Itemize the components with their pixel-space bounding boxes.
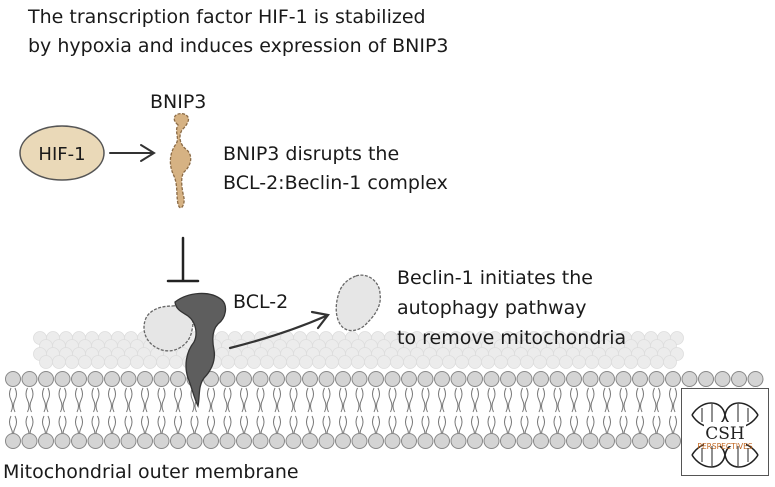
membrane-lipid-heads	[5, 371, 764, 449]
bnip3-note-line-1: BNIP3 disrupts the	[223, 143, 400, 165]
bnip3-note-line-2: BCL-2:Beclin-1 complex	[223, 172, 448, 194]
title-line-2: by hypoxia and induces expression of BNI…	[28, 35, 449, 57]
bcl2-protein	[174, 292, 227, 408]
logo-text: CSH	[705, 424, 744, 444]
bcl2-label: BCL-2	[233, 291, 289, 313]
beclin-note-line-2: autophagy pathway	[397, 297, 587, 319]
hif1-label: HIF-1	[38, 144, 85, 165]
csh-perspectives-logo: CSH PERSPECTIVES	[681, 388, 769, 476]
dna-helix-icon: CSH PERSPECTIVES	[691, 402, 759, 468]
inhibition-bar	[166, 236, 200, 283]
release-arrow	[228, 310, 330, 350]
hif1-ellipse	[19, 125, 105, 181]
bnip3-protein	[169, 112, 192, 209]
membrane-label: Mitochondrial outer membrane	[3, 461, 299, 483]
bnip3-label: BNIP3	[150, 91, 207, 113]
beclin1-free	[335, 274, 381, 332]
induction-arrow	[109, 144, 156, 162]
beclin-note-line-3: to remove mitochondria	[397, 327, 627, 349]
beclin-note-line-1: Beclin-1 initiates the	[397, 267, 593, 289]
beclin1-bound	[143, 305, 194, 352]
title-line-1: The transcription factor HIF-1 is stabil…	[28, 6, 426, 28]
logo-subtext: PERSPECTIVES	[697, 442, 752, 451]
membrane-lipid-tails	[9, 387, 760, 441]
